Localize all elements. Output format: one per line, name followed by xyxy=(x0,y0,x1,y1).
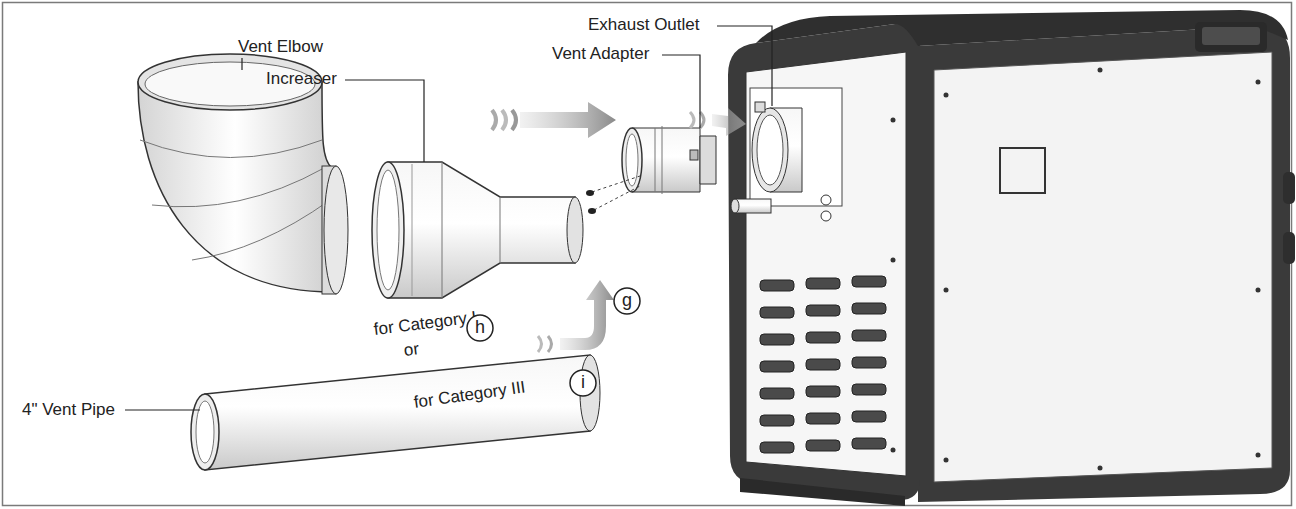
vent-adapter xyxy=(622,126,716,194)
part-label: Exhaust Outlet xyxy=(588,15,700,35)
callout-circle: g xyxy=(612,286,642,316)
callout-circle: i xyxy=(568,368,598,398)
part-label: 4" Vent Pipe xyxy=(22,400,115,420)
callout-letter: i xyxy=(568,368,598,398)
vent-elbow xyxy=(138,54,348,294)
motion-arrows xyxy=(492,102,746,352)
callout-circle: h xyxy=(465,313,495,343)
increaser xyxy=(372,162,583,298)
callout-letter: g xyxy=(612,286,642,316)
category-note: or xyxy=(403,339,420,361)
vent-pipe xyxy=(191,355,600,470)
category-note: for Category I xyxy=(373,308,478,340)
part-label: Increaser xyxy=(266,69,337,89)
screws xyxy=(586,176,640,214)
callout-letter: h xyxy=(465,313,495,343)
part-label: Vent Elbow xyxy=(238,37,323,57)
leader-lines xyxy=(125,26,772,410)
pool-heater xyxy=(728,10,1295,506)
part-label: Vent Adapter xyxy=(552,44,649,64)
